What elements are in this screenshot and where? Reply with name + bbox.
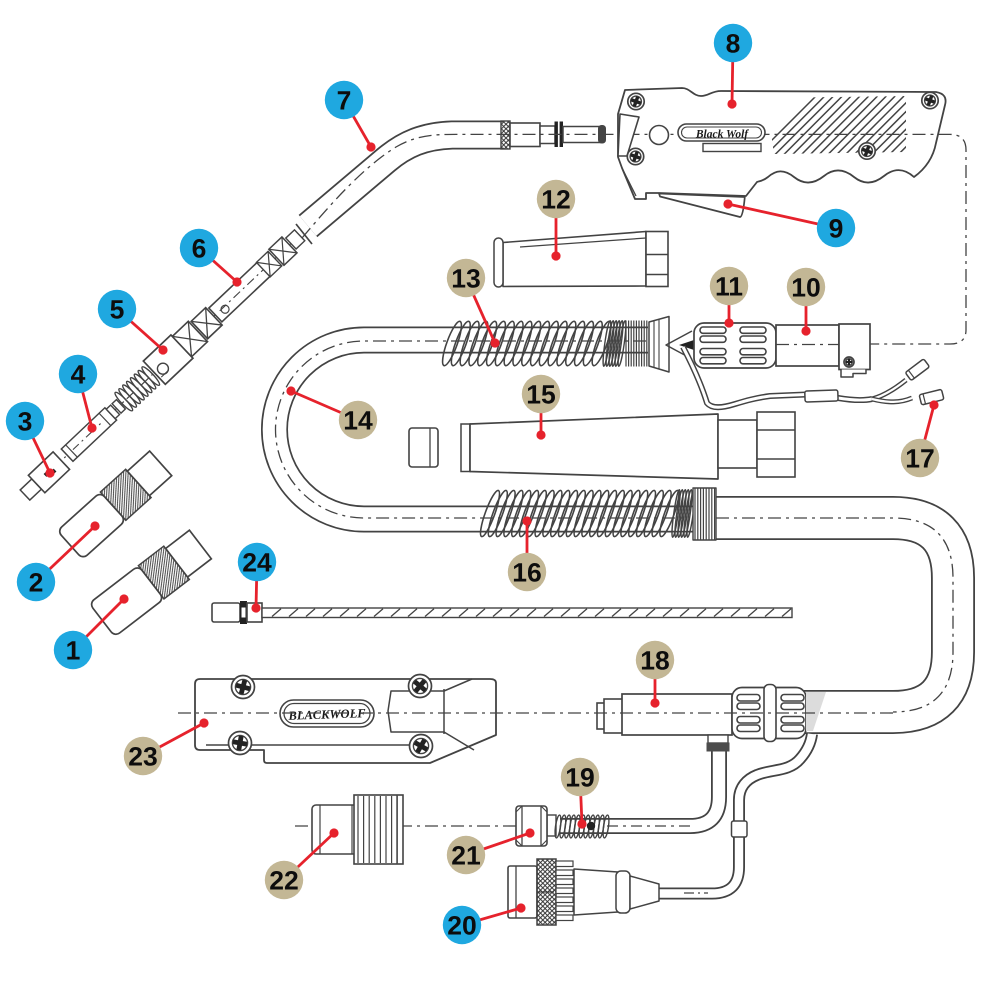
svg-text:8: 8 xyxy=(726,28,741,58)
svg-text:11: 11 xyxy=(715,271,743,301)
svg-text:14: 14 xyxy=(343,405,373,435)
svg-text:23: 23 xyxy=(128,741,157,771)
svg-text:10: 10 xyxy=(791,272,820,302)
svg-text:15: 15 xyxy=(526,379,555,409)
svg-text:21: 21 xyxy=(451,840,480,870)
svg-text:20: 20 xyxy=(447,910,476,940)
svg-text:5: 5 xyxy=(110,294,125,324)
svg-text:3: 3 xyxy=(18,406,33,436)
svg-text:19: 19 xyxy=(565,762,594,792)
svg-text:17: 17 xyxy=(905,443,934,473)
svg-text:16: 16 xyxy=(512,557,541,587)
svg-text:Black Wolf: Black Wolf xyxy=(695,129,749,141)
svg-text:6: 6 xyxy=(192,233,207,263)
svg-text:24: 24 xyxy=(242,547,272,577)
svg-text:4: 4 xyxy=(71,359,86,389)
svg-text:1: 1 xyxy=(66,635,81,665)
svg-text:9: 9 xyxy=(829,213,844,243)
svg-text:12: 12 xyxy=(541,184,570,214)
svg-text:BLACKWOLF: BLACKWOLF xyxy=(287,706,366,723)
svg-text:2: 2 xyxy=(29,567,44,597)
svg-text:22: 22 xyxy=(269,865,298,895)
svg-text:13: 13 xyxy=(451,263,480,293)
svg-text:7: 7 xyxy=(337,85,352,115)
svg-text:18: 18 xyxy=(640,645,669,675)
